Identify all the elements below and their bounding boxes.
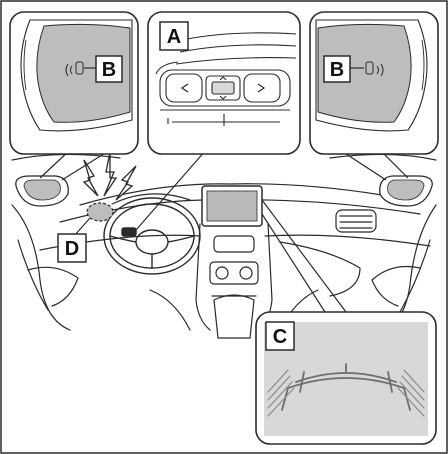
- center-display: [202, 186, 262, 226]
- callout-panel-a: A: [148, 12, 300, 154]
- callout-panel-b-right: B: [310, 12, 438, 154]
- callout-panel-b-left: B: [10, 12, 138, 154]
- label-a: A: [167, 26, 181, 48]
- switch-left-button: [166, 74, 202, 102]
- label-b-left: B: [102, 59, 116, 81]
- buzzer-dashed-circle: [87, 203, 113, 221]
- callout-panel-c: C: [256, 312, 436, 444]
- display-screen: [207, 191, 257, 221]
- buzzer-icon: [87, 203, 113, 221]
- callout-d: D: [58, 234, 86, 262]
- label-c: C: [273, 326, 287, 348]
- switch-right-button: [244, 74, 280, 102]
- label-b-right: B: [330, 59, 344, 81]
- label-d: D: [65, 238, 79, 260]
- switch-center-key: [212, 82, 234, 94]
- steering-switch-location: [122, 228, 136, 236]
